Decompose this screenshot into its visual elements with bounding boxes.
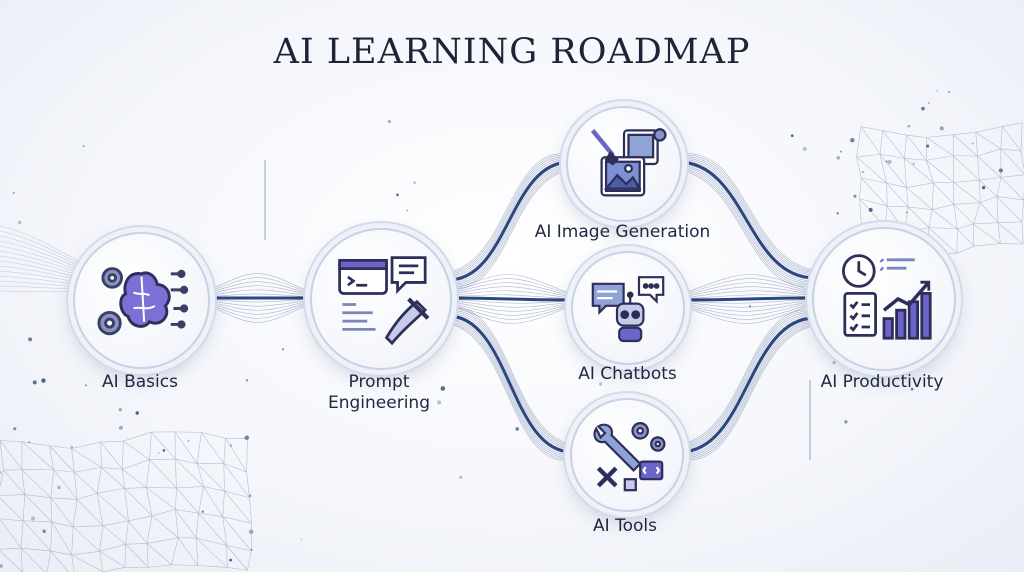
label-ai-chatbots: AI Chatbots (578, 364, 677, 384)
page-title: AI LEARNING ROADMAP (273, 32, 751, 72)
node-ai-chatbots[interactable] (571, 251, 685, 365)
clock-checklist-chart-icon (842, 254, 932, 340)
robot-chat-icon (591, 276, 665, 343)
node-ai-tools[interactable] (570, 398, 684, 512)
label-ai-tools: AI Tools (593, 516, 657, 536)
paintbrush-images-icon (590, 128, 667, 197)
node-ai-productivity[interactable] (812, 227, 956, 371)
label-ai-basics: AI Basics (102, 372, 178, 392)
wrench-gears-code-icon (593, 422, 666, 492)
connection-strands (204, 153, 816, 461)
terminal-chat-pen-icon (338, 256, 430, 346)
label-ai-image-generation: AI Image Generation (534, 222, 711, 242)
label-prompt-line1: Prompt (348, 372, 410, 392)
label-prompt-line2: Engineering (328, 393, 430, 413)
connection-lines (203, 160, 817, 454)
node-prompt-engineering[interactable] (310, 228, 452, 370)
label-ai-productivity: AI Productivity (820, 372, 944, 392)
node-ai-basics[interactable] (73, 232, 210, 369)
node-ai-image-generation[interactable] (566, 106, 682, 222)
brain-gears-icon (97, 267, 189, 336)
